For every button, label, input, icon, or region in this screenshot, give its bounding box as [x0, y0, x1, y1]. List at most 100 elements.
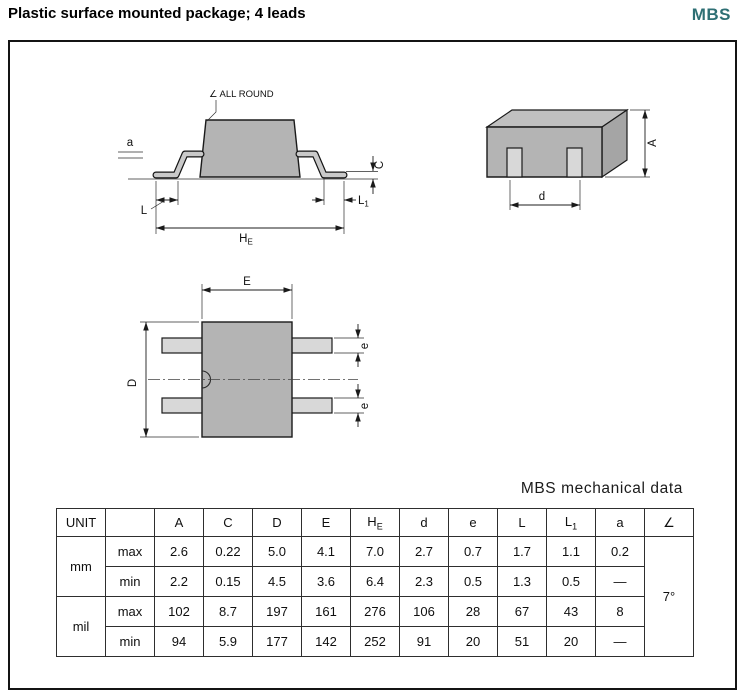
col-header-E: E	[301, 508, 351, 537]
col-header-unit: UNIT	[56, 508, 106, 537]
lead-bottom-left	[161, 397, 204, 414]
col-header-D: D	[252, 508, 302, 537]
value-cell: 28	[448, 596, 498, 627]
lead-top-right	[290, 337, 333, 354]
dim-label-he: HE	[239, 233, 253, 247]
value-cell: 2.2	[154, 566, 204, 597]
value-cell: 20	[448, 626, 498, 657]
dim-label-e-bottom: e	[359, 403, 371, 409]
mechanical-data-table: UNIT A C D E HE d e L L1 a ∠ mm max	[56, 508, 694, 657]
value-cell: 1.7	[497, 536, 547, 567]
dim-label-e-top: e	[359, 343, 371, 349]
value-cell: 276	[350, 596, 400, 627]
value-cell: 51	[497, 626, 547, 657]
value-cell: 1.1	[546, 536, 596, 567]
col-header-A: A	[154, 508, 204, 537]
col-header-a: a	[595, 508, 645, 537]
dim-label-d: d	[539, 191, 545, 203]
dim-a: a	[118, 137, 143, 159]
table-title: MBS mechanical data	[520, 480, 683, 497]
dim-l: L	[141, 181, 179, 217]
package-drawings: ∠ALL ROUND a	[118, 89, 659, 438]
value-cell: —	[595, 566, 645, 597]
lead-top-left	[161, 337, 204, 354]
col-header-L: L	[497, 508, 547, 537]
page-title: Plastic surface mounted package; 4 leads	[8, 5, 306, 22]
dim-A: A	[605, 109, 659, 178]
side-view: ∠ALL ROUND a	[118, 89, 386, 247]
dim-label-D: D	[127, 379, 139, 387]
value-cell: 1.3	[497, 566, 547, 597]
value-cell: 5.9	[203, 626, 253, 657]
lead-front-left	[506, 147, 523, 178]
unit-cell-mil: mil	[56, 596, 106, 657]
value-cell: 0.7	[448, 536, 498, 567]
table-row-mil-max: mil max 102 8.7 197 161 276 106 28 67 43…	[56, 596, 694, 657]
table-row-mm-min: min 2.2 0.15 4.5 3.6 6.4 2.3 0.5 1.3 0.5…	[57, 566, 694, 597]
col-header-bound	[105, 508, 155, 537]
top-view: E D e	[127, 276, 371, 438]
dim-label-E: E	[243, 276, 251, 288]
value-cell: 6.4	[350, 566, 400, 597]
value-cell: —	[595, 626, 645, 657]
perspective-view: A d	[485, 108, 659, 210]
value-cell: 142	[301, 626, 351, 657]
value-cell: 7.0	[350, 536, 400, 567]
value-cell: 106	[399, 596, 449, 627]
value-cell: 197	[252, 596, 302, 627]
value-cell: 20	[546, 626, 596, 657]
value-cell: 2.7	[399, 536, 449, 567]
all-round-label: ∠ALL ROUND	[209, 89, 274, 100]
right-lead-side-fill	[296, 151, 347, 178]
dim-label-l1: L1	[358, 195, 369, 209]
value-cell: 0.15	[203, 566, 253, 597]
package-code: MBS	[691, 5, 731, 24]
col-header-e: e	[448, 508, 498, 537]
unit-cell-mm: mm	[56, 536, 106, 597]
dim-e-bottom: e	[334, 384, 371, 427]
outline-frame: ∠ALL ROUND a	[8, 40, 737, 690]
dim-l1: L1	[312, 177, 369, 209]
value-cell: 2.6	[154, 536, 204, 567]
dim-he: HE	[155, 181, 345, 247]
col-header-L1: L1	[546, 508, 596, 537]
table-row-mil-min: min 94 5.9 177 142 252 91 20 51 20 —	[57, 626, 694, 657]
angle-value-cell: 7°	[644, 536, 694, 657]
bound-cell: max	[105, 596, 155, 627]
value-cell: 4.5	[252, 566, 302, 597]
dim-label-c: C	[374, 161, 386, 169]
lead-bottom-right	[290, 397, 333, 414]
lead-front-right	[566, 147, 583, 178]
value-cell: 0.2	[595, 536, 645, 567]
value-cell: 0.22	[203, 536, 253, 567]
dim-label-l: L	[141, 205, 148, 217]
value-cell: 8.7	[203, 596, 253, 627]
bound-cell: max	[105, 536, 155, 567]
package-front-face	[486, 126, 603, 178]
value-cell: 102	[154, 596, 204, 627]
dim-e-top: e	[334, 324, 371, 367]
package-body-side	[199, 119, 301, 178]
bound-cell: min	[105, 626, 155, 657]
value-cell: 177	[252, 626, 302, 657]
value-cell: 252	[350, 626, 400, 657]
table-row-mm-max: mm max 2.6 0.22 5.0 4.1 7.0 2.7 0.7 1.7 …	[56, 536, 694, 657]
dim-D: D	[127, 321, 199, 438]
left-lead-side-fill	[153, 151, 204, 178]
dim-label-a: a	[127, 137, 134, 149]
value-cell: 8	[595, 596, 645, 627]
value-cell: 0.5	[546, 566, 596, 597]
value-cell: 2.3	[399, 566, 449, 597]
col-header-HE: HE	[350, 508, 400, 537]
dim-c: C	[346, 156, 386, 194]
value-cell: 5.0	[252, 536, 302, 567]
value-cell: 3.6	[301, 566, 351, 597]
col-header-C: C	[203, 508, 253, 537]
value-cell: 67	[497, 596, 547, 627]
value-cell: 161	[301, 596, 351, 627]
dim-d: d	[509, 180, 581, 210]
table-header-row: UNIT A C D E HE d e L L1 a ∠	[56, 508, 694, 537]
dim-E: E	[201, 276, 293, 319]
page-header: Plastic surface mounted package; 4 leads…	[8, 5, 731, 25]
